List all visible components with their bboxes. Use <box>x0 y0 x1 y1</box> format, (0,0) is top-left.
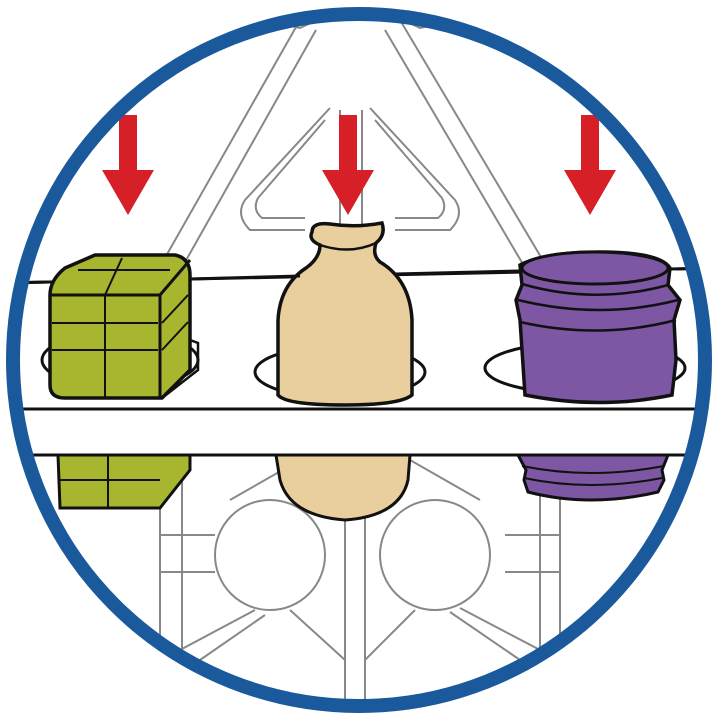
lower-strut-5 <box>449 611 521 661</box>
circle-badge-frame <box>6 7 712 713</box>
shelf-top-mid-left <box>189 274 301 281</box>
cube-body <box>48 253 192 400</box>
jar-bottom-body <box>515 453 671 502</box>
bottle-vase <box>276 220 414 407</box>
down-arrow-icon <box>102 115 154 215</box>
lower-strut-4 <box>364 609 416 661</box>
shelf-top-mid-right <box>394 269 521 276</box>
jar-ridge-2 <box>517 298 679 312</box>
down-arrow-icon <box>564 115 616 215</box>
inner-triangle-left <box>240 107 331 231</box>
bottle-bottom-body <box>274 453 412 522</box>
inner-triangle-right-inner <box>374 119 446 219</box>
lower-strut-6 <box>459 607 541 651</box>
cube-bottom-body <box>56 453 192 510</box>
bottle-neck-ring <box>319 241 377 251</box>
inner-triangle-left-inner <box>254 119 326 219</box>
inner-triangle-right <box>369 107 460 231</box>
down-arrow-icon <box>322 115 374 215</box>
lower-strut-3 <box>289 609 346 661</box>
shelf-front <box>13 266 705 457</box>
jar-container <box>514 250 682 405</box>
bottle-body <box>276 220 414 407</box>
jar-top-rim <box>520 250 670 286</box>
cube-grid-seams <box>52 257 189 398</box>
lower-strut-2 <box>199 614 266 661</box>
lower-wheel-left <box>214 499 326 611</box>
jar-bottom-threads <box>521 465 665 486</box>
jar-lower <box>515 453 671 502</box>
cube-container <box>48 253 200 400</box>
cube-holder-tab <box>161 338 200 399</box>
rack-top-line-left <box>169 14 361 30</box>
rack-top-line-right <box>359 14 551 30</box>
bottle-lower <box>274 453 412 522</box>
lower-wheel-right <box>379 499 491 611</box>
arrows-group <box>102 115 616 215</box>
cube-bottom-seams <box>60 455 160 508</box>
lower-strut-1 <box>179 609 256 651</box>
jar-ridge-1 <box>521 282 669 296</box>
cube-lower <box>56 453 192 510</box>
jar-ridge-3 <box>519 318 677 332</box>
lower-diag-2 <box>409 459 481 501</box>
shelf-band <box>13 409 705 455</box>
